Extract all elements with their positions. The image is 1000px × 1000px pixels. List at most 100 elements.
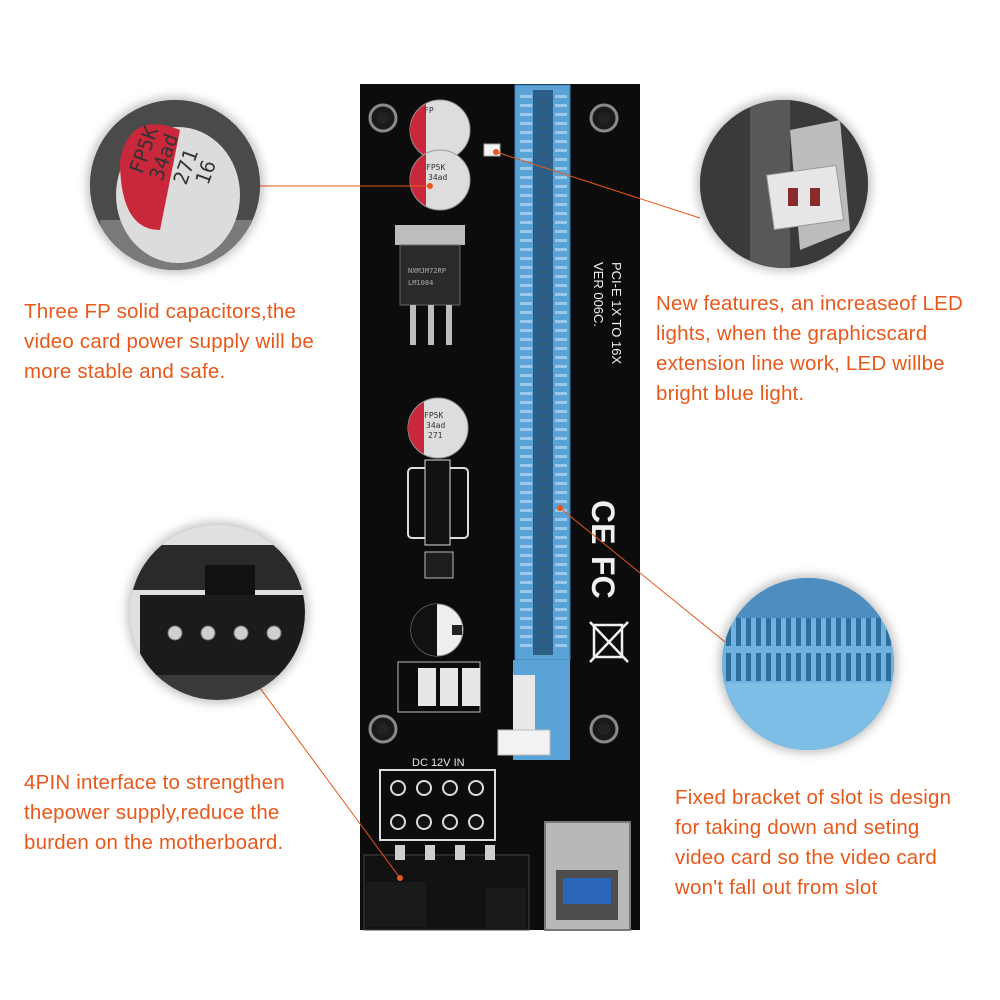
slot-pin	[555, 131, 567, 134]
slot-pin	[555, 275, 567, 278]
capacitor-ec1: FP	[409, 99, 471, 161]
regulator-chip-label: NXMJM72RP	[408, 267, 446, 275]
slot-pin	[555, 176, 567, 179]
capacitor-ec3: FP5K 34ad 271	[407, 397, 469, 459]
slot-pin	[520, 455, 532, 458]
slot-pin	[555, 311, 567, 314]
slot-pin	[555, 473, 567, 476]
ce-mark: CE	[585, 500, 621, 544]
zoom-circle-4pin	[130, 525, 305, 700]
slot-pin	[520, 194, 532, 197]
zoom-slot-pin	[866, 618, 871, 646]
zoom-slot-pin	[726, 618, 731, 646]
led-callout-line-3: extension line work, LED willbe	[656, 352, 945, 375]
slot-pin	[520, 158, 532, 161]
slot-pin	[520, 365, 532, 368]
slot-pin	[555, 113, 567, 116]
slot-pin	[555, 599, 567, 602]
slot-pin	[520, 338, 532, 341]
capacitor-ec4	[410, 603, 464, 657]
zoom-slot-pin	[746, 618, 751, 646]
cap3-label-b: 34ad	[426, 421, 445, 430]
slot-pin	[555, 203, 567, 206]
slot-pin	[520, 230, 532, 233]
slot-pin	[520, 626, 532, 629]
slot-pin	[520, 464, 532, 467]
slot-pin	[520, 275, 532, 278]
capacitor-callout-line-1: Three FP solid capacitors,the	[24, 300, 297, 323]
slot-pin	[555, 635, 567, 638]
zoom-circle-capacitor: FP5K 34ad 271 16	[90, 100, 260, 270]
zoom-slot-pin	[806, 653, 811, 681]
slot-pin	[555, 527, 567, 530]
slot-pin	[555, 284, 567, 287]
zoom-slot-pin	[836, 653, 841, 681]
capacitor-callout-line-3: more stable and safe.	[24, 360, 226, 383]
slot-pin	[520, 401, 532, 404]
slot-pin	[555, 572, 567, 575]
slot-pin	[555, 212, 567, 215]
slot-pin	[520, 320, 532, 323]
slot-pin	[555, 428, 567, 431]
slot-pin	[555, 338, 567, 341]
cap3-label: FP5K	[424, 411, 443, 420]
slot-pin	[555, 617, 567, 620]
slot-pin	[555, 446, 567, 449]
zoom-slot-pin	[816, 653, 821, 681]
zoom-slot-pin	[736, 618, 741, 646]
slot-pin	[555, 554, 567, 557]
silk-version: VER 006C.	[591, 262, 606, 327]
zoom-slot-pin	[786, 618, 791, 646]
slot-bracket	[497, 675, 551, 756]
led-callout-line-2: lights, when the graphicscard	[656, 322, 928, 345]
slot-pin	[555, 194, 567, 197]
led-callout-line-1: New features, an increaseof LED	[656, 292, 964, 315]
slot-pin	[520, 284, 532, 287]
slot-pin	[520, 644, 532, 647]
cap2-label: FP5K	[426, 163, 445, 172]
slot-pin	[520, 437, 532, 440]
zoom-slot-pin	[886, 618, 891, 646]
zoom-slot-pin	[776, 653, 781, 681]
slot-pin	[520, 212, 532, 215]
slot-pin	[520, 635, 532, 638]
slot-pin	[555, 140, 567, 143]
slot-pin	[520, 302, 532, 305]
regulator-part-label: LM1084	[408, 279, 433, 287]
zoom-slot-pin	[846, 618, 851, 646]
bracket-callout-line-1: Fixed bracket of slot is design	[675, 786, 952, 809]
slot-pin	[520, 473, 532, 476]
slot-pin	[555, 149, 567, 152]
zoom-slot-pin	[826, 618, 831, 646]
zoom-slot-pin	[756, 618, 761, 646]
slot-pin	[520, 131, 532, 134]
slot-pin	[520, 347, 532, 350]
slot-pin	[520, 248, 532, 251]
slot-pin	[555, 500, 567, 503]
slot-pin	[520, 266, 532, 269]
slot-pin	[555, 455, 567, 458]
zoom-slot-pin	[846, 653, 851, 681]
slot-pin	[520, 563, 532, 566]
zoom-slot-pin	[796, 618, 801, 646]
zoom-slot-pin	[786, 653, 791, 681]
fourpin-callout-line-1: 4PIN interface to strengthen	[24, 771, 285, 794]
zoom-slot-pin	[866, 653, 871, 681]
silkscreen: PCI-E 1X TO 16X VER 006C. CE FC	[585, 262, 629, 663]
slot-pin	[520, 185, 532, 188]
slot-pin	[520, 581, 532, 584]
led-callout-line-4: bright blue light.	[656, 382, 805, 405]
fourpin-callout-line-3: burden on the motherboard.	[24, 831, 284, 854]
slot-pin	[555, 536, 567, 539]
slot-pin	[520, 500, 532, 503]
slot-pin	[520, 608, 532, 611]
slot-pin	[520, 176, 532, 179]
slot-pin	[520, 392, 532, 395]
slot-pin	[520, 239, 532, 242]
slot-pin	[555, 401, 567, 404]
slot-pin	[520, 257, 532, 260]
fourpin-callout: 4PIN interface to strengthen thepower su…	[24, 768, 285, 858]
weee-bin-icon	[589, 621, 629, 663]
bracket-callout-line-3: video card so the video card	[675, 846, 938, 869]
slot-pin	[520, 374, 532, 377]
